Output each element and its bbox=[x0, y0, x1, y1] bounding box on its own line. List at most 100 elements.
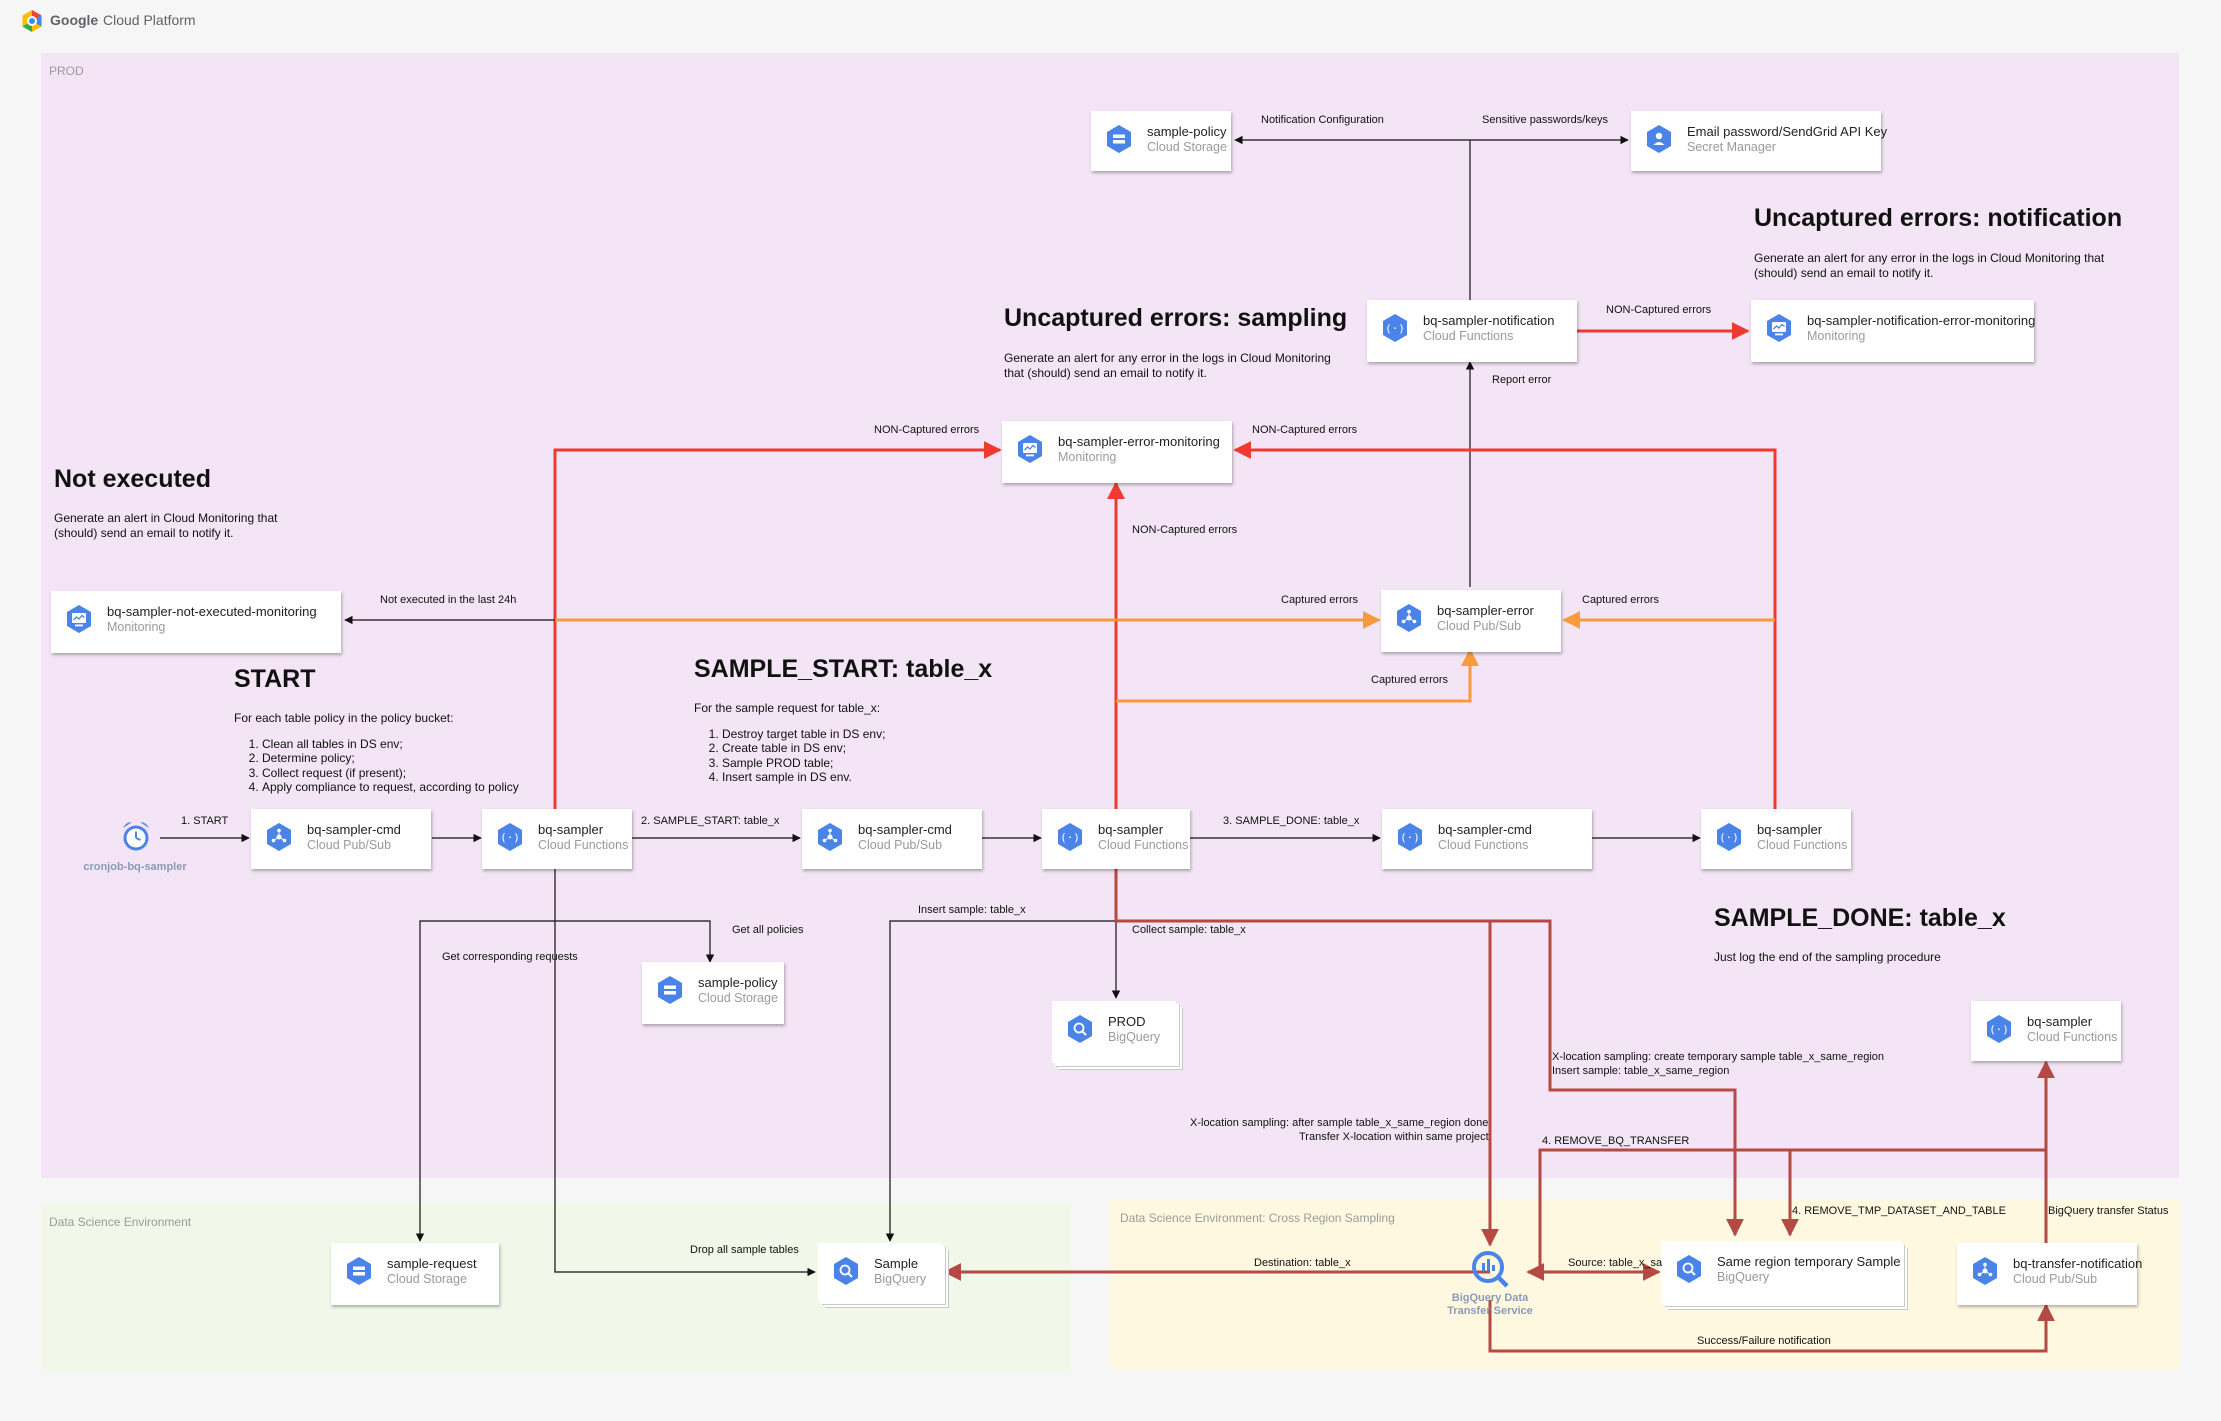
node-prod-bigquery[interactable]: PROD BigQuery bbox=[1052, 1001, 1176, 1063]
node-subtitle: Monitoring bbox=[107, 620, 166, 634]
node-cronjob[interactable]: cronjob-bq-sampler bbox=[80, 817, 190, 877]
desc-not-executed: Generate an alert in Cloud Monitoring th… bbox=[54, 511, 278, 540]
node-notif-fn[interactable]: (·) bq-sampler-notification Cloud Functi… bbox=[1367, 300, 1577, 362]
node-subtitle: Cloud Storage bbox=[1147, 140, 1227, 154]
label-captured-fn2: Captured errors bbox=[1371, 674, 1449, 686]
svg-text:(·): (·) bbox=[500, 831, 520, 844]
node-subtitle: Cloud Pub/Sub bbox=[858, 838, 943, 852]
label-get-requests: Get corresponding requests bbox=[442, 951, 578, 963]
desc-start-item: Apply compliance to request, according t… bbox=[262, 780, 564, 795]
data-transfer-icon bbox=[1472, 1251, 1509, 1288]
node-subtitle: Cloud Pub/Sub bbox=[1437, 619, 1522, 633]
node-policy-top[interactable]: sample-policy Cloud Storage bbox=[1091, 111, 1231, 171]
black-connectors bbox=[160, 135, 1701, 1277]
node-error-monitoring[interactable]: bq-sampler-error-monitoring Monitoring bbox=[1002, 421, 1232, 483]
brand-google: Google bbox=[50, 12, 99, 28]
header-start: START bbox=[234, 665, 316, 693]
red-connectors bbox=[553, 322, 1777, 809]
label-remove-tmp: 4. REMOVE_TMP_DATASET_AND_TABLE bbox=[1792, 1205, 2006, 1217]
label-destination: Destination: table_x bbox=[1254, 1257, 1351, 1269]
label-noncaptured-fn3: NON-Captured errors bbox=[1252, 424, 1358, 436]
node-subtitle: Cloud Storage bbox=[698, 991, 778, 1005]
node-cmd-1[interactable]: bq-sampler-cmd Cloud Pub/Sub bbox=[251, 809, 431, 869]
node-title: bq-sampler bbox=[2027, 1014, 2093, 1029]
node-title: bq-sampler-cmd bbox=[1438, 822, 1532, 837]
desc-sample-start: For the sample request for table_x: Dest… bbox=[694, 701, 974, 785]
edge-get-policies bbox=[555, 920, 715, 963]
svg-text:(·): (·) bbox=[1719, 831, 1739, 844]
node-title: sample-policy bbox=[698, 975, 778, 990]
prod-zone-label: PROD bbox=[49, 64, 84, 78]
label-captured-fn1: Captured errors bbox=[1281, 594, 1359, 606]
desc-start-item: Clean all tables in DS env; bbox=[262, 737, 564, 752]
label-sensitive-keys: Sensitive passwords/keys bbox=[1482, 114, 1608, 126]
cloud-storage-icon bbox=[347, 1257, 371, 1285]
node-fn-1[interactable]: (·) bq-sampler Cloud Functions bbox=[482, 809, 632, 869]
node-sample-request[interactable]: sample-request Cloud Storage bbox=[331, 1243, 499, 1305]
scheduler-clock-icon bbox=[123, 822, 149, 851]
desc-sample-start-item: Insert sample in DS env. bbox=[722, 770, 974, 785]
header-sample-start: SAMPLE_START: table_x bbox=[694, 655, 993, 683]
monitoring-icon bbox=[1018, 435, 1042, 463]
node-policy-mid[interactable]: sample-policy Cloud Storage bbox=[642, 962, 784, 1024]
label-sample-start: 2. SAMPLE_START: table_x bbox=[641, 815, 780, 827]
node-cmd-2[interactable]: bq-sampler-cmd Cloud Pub/Sub bbox=[802, 809, 982, 869]
node-error-pubsub[interactable]: bq-sampler-error Cloud Pub/Sub bbox=[1381, 590, 1561, 652]
node-sample-bigquery[interactable]: Sample BigQuery bbox=[818, 1243, 942, 1301]
node-title: bq-sampler-not-executed-monitoring bbox=[107, 604, 317, 619]
ds-zone-label: Data Science Environment bbox=[49, 1215, 192, 1229]
cronjob-caption: cronjob-bq-sampler bbox=[83, 861, 187, 873]
pubsub-icon bbox=[1973, 1257, 1997, 1285]
node-secret[interactable]: Email password/SendGrid API Key Secret M… bbox=[1631, 111, 1887, 171]
desc-uncaptured-notification: Generate an alert for any error in the l… bbox=[1754, 251, 2105, 280]
header-not-executed: Not executed bbox=[54, 465, 211, 493]
node-transfer-notification[interactable]: bq-transfer-notification Cloud Pub/Sub bbox=[1957, 1243, 2142, 1305]
brand-platform: Cloud Platform bbox=[103, 12, 196, 28]
label-not-executed: Not executed in the last 24h bbox=[380, 594, 517, 606]
node-subtitle: Cloud Functions bbox=[1438, 838, 1529, 852]
pubsub-icon bbox=[1397, 604, 1421, 632]
node-subtitle: Cloud Pub/Sub bbox=[2013, 1272, 2098, 1286]
label-report-error: Report error bbox=[1492, 374, 1552, 386]
node-subtitle: BigQuery bbox=[874, 1272, 927, 1286]
label-sample-done: 3. SAMPLE_DONE: table_x bbox=[1223, 815, 1360, 827]
bigquery-icon bbox=[834, 1257, 858, 1285]
header-uncaptured-notification: Uncaptured errors: notification bbox=[1754, 204, 2123, 232]
node-fn-3[interactable]: (·) bq-sampler Cloud Functions bbox=[1701, 809, 1851, 869]
node-fn-2[interactable]: (·) bq-sampler Cloud Functions bbox=[1042, 809, 1190, 869]
monitoring-icon bbox=[1767, 314, 1791, 342]
label-success-failure: Success/Failure notification bbox=[1697, 1335, 1831, 1347]
node-notif-monitoring[interactable]: bq-sampler-notification-error-monitoring… bbox=[1751, 300, 2035, 362]
desc-start: For each table policy in the policy buck… bbox=[234, 711, 564, 795]
label-notification-config: Notification Configuration bbox=[1261, 114, 1384, 126]
edge-success-failure bbox=[1488, 1300, 2055, 1353]
label-start: 1. START bbox=[181, 815, 229, 827]
edge-get-requests bbox=[415, 866, 556, 1242]
header-uncaptured-sampling: Uncaptured errors: sampling bbox=[1004, 304, 1348, 332]
label-get-all-policies: Get all policies bbox=[732, 924, 804, 936]
desc-sample-done: Just log the end of the sampling procedu… bbox=[1714, 950, 1941, 964]
label-drop-tables: Drop all sample tables bbox=[690, 1244, 799, 1256]
monitoring-icon bbox=[67, 605, 91, 633]
cloud-functions-icon: (·) bbox=[498, 823, 522, 851]
cloud-functions-icon: (·) bbox=[1717, 823, 1741, 851]
node-subtitle: Cloud Functions bbox=[1757, 838, 1848, 852]
svg-text:(·): (·) bbox=[1989, 1023, 2009, 1036]
node-temp-sample-bigquery[interactable]: Same region temporary Sample BigQuery bbox=[1661, 1241, 1901, 1303]
node-title: Sample bbox=[874, 1256, 919, 1271]
node-subtitle: Cloud Functions bbox=[1098, 838, 1189, 852]
node-cmd-3[interactable]: (·) bq-sampler-cmd Cloud Functions bbox=[1382, 809, 1592, 869]
label-xloc-create-1: X-location sampling: create temporary sa… bbox=[1552, 1051, 1885, 1063]
node-fn-4[interactable]: (·) bq-sampler Cloud Functions bbox=[1971, 1001, 2121, 1061]
node-title: bq-sampler-error-monitoring bbox=[1058, 434, 1220, 449]
node-subtitle: Cloud Pub/Sub bbox=[307, 838, 392, 852]
node-not-executed-monitoring[interactable]: bq-sampler-not-executed-monitoring Monit… bbox=[51, 591, 341, 653]
node-data-transfer-service[interactable]: BigQuery Data Transfer Service bbox=[1440, 1247, 1540, 1319]
node-subtitle: Cloud Storage bbox=[387, 1272, 467, 1286]
desc-sample-start-item: Destroy target table in DS env; bbox=[722, 727, 974, 742]
label-insert-sample: Insert sample: table_x bbox=[918, 904, 1026, 916]
desc-sample-start-item: Create table in DS env; bbox=[722, 741, 974, 756]
desc-uncaptured-sampling: Generate an alert for any error in the l… bbox=[1004, 351, 1331, 380]
orange-connectors bbox=[555, 611, 1775, 703]
pubsub-icon bbox=[818, 823, 842, 851]
